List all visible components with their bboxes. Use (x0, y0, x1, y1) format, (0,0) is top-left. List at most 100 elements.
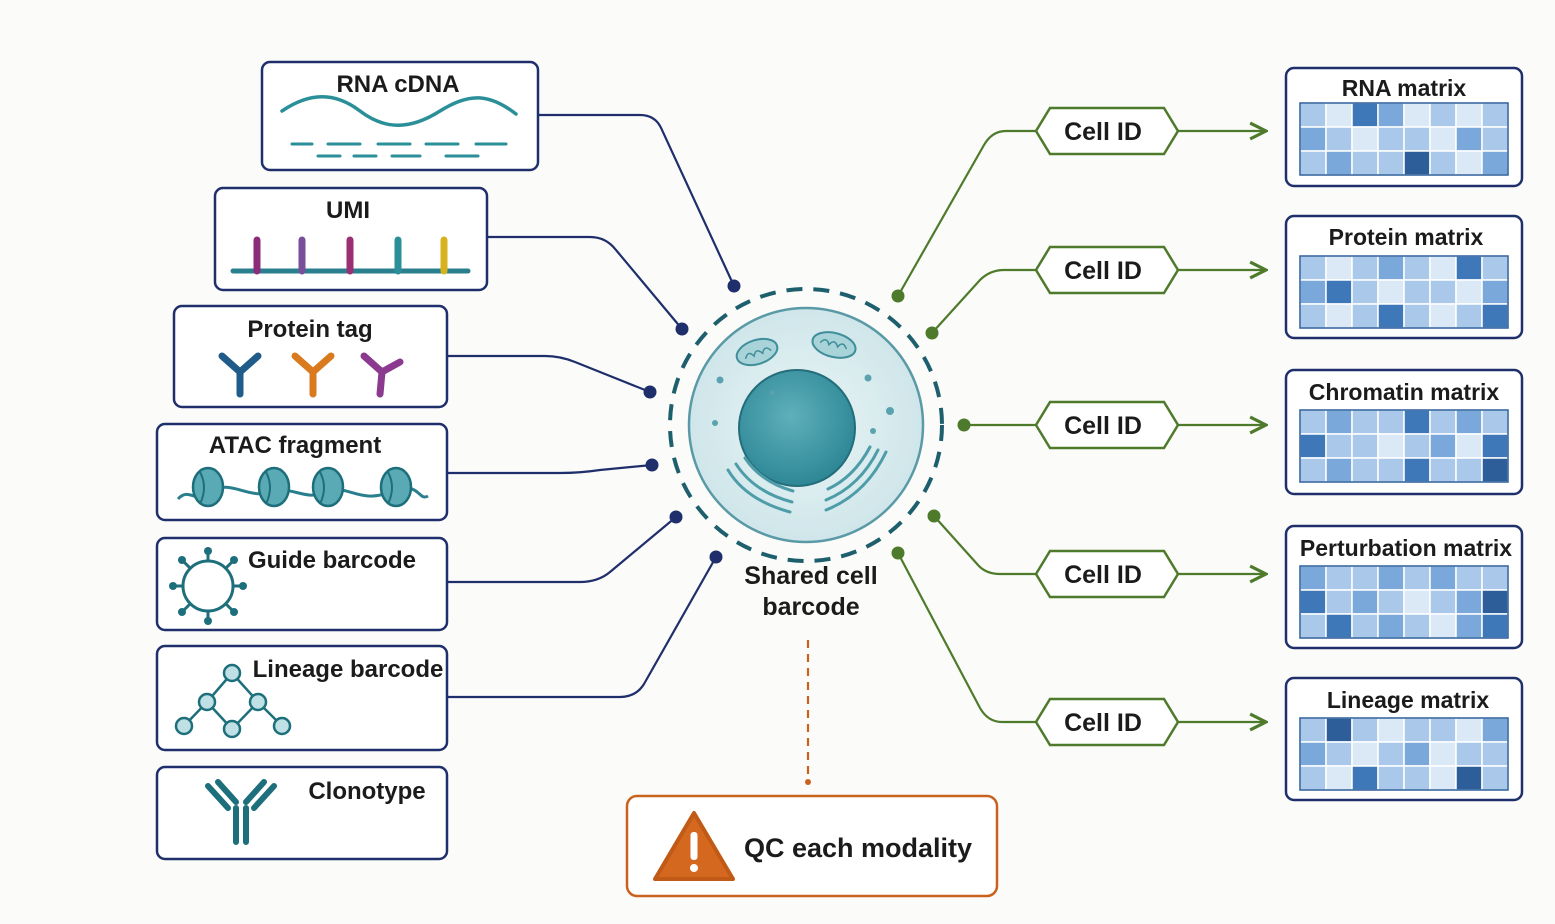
connector-rna (538, 113, 735, 287)
cell-id-tag: Cell ID (1034, 106, 1180, 156)
matrix-cell (1377, 717, 1405, 743)
matrix-cell (1403, 589, 1431, 615)
matrix-cell (1403, 150, 1431, 176)
matrix-cell (1481, 303, 1509, 329)
input-label: RNA cDNA (336, 71, 459, 98)
cell-id-tag: Cell ID (1034, 549, 1180, 599)
cell-icon (668, 287, 944, 563)
matrix-cell (1403, 303, 1431, 329)
matrix-cell (1299, 741, 1327, 767)
matrix-cell (1403, 433, 1431, 459)
matrix-cell (1351, 433, 1379, 459)
matrix-cell (1481, 255, 1509, 281)
cell-id-tag: Cell ID (1034, 245, 1180, 295)
output-connector-dots (891, 289, 971, 560)
matrix-cell (1299, 717, 1327, 743)
matrix-cell (1351, 303, 1379, 329)
output-label: Perturbation matrix (1300, 535, 1512, 561)
matrix-cell (1351, 279, 1379, 305)
matrix-cell (1429, 150, 1457, 176)
matrix-cell (1481, 150, 1509, 176)
matrix-cell (1299, 457, 1327, 483)
matrix-cell (1325, 433, 1353, 459)
matrix-grid-icon (1299, 565, 1509, 639)
warning-icon (653, 811, 735, 881)
matrix-cell (1403, 409, 1431, 435)
matrix-cell (1351, 741, 1379, 767)
svg-text:Cell ID: Cell ID (1064, 412, 1142, 440)
matrix-cell (1403, 565, 1431, 591)
matrix-cell (1429, 303, 1457, 329)
connector-atac (447, 463, 653, 475)
matrix-cell (1299, 565, 1327, 591)
matrix-cell (1299, 150, 1327, 176)
matrix-cell (1429, 126, 1457, 152)
input-protein-tag: Protein tag (172, 304, 449, 409)
connector-protein (447, 354, 651, 394)
output-label: Chromatin matrix (1309, 379, 1500, 405)
cdna-wave-icon (280, 95, 518, 158)
matrix-border (1299, 717, 1509, 791)
matrix-cell (1429, 717, 1457, 743)
matrix-cell (1299, 433, 1327, 459)
matrix-cell (1351, 457, 1379, 483)
qc-label: QC each modality (744, 833, 972, 863)
matrix-cell (1299, 279, 1327, 305)
svg-text:Cell ID: Cell ID (1064, 257, 1142, 285)
matrix-cell (1455, 433, 1483, 459)
er-golgi-icon (726, 445, 888, 514)
receptor-icon (205, 779, 277, 845)
matrix-cell (1325, 279, 1353, 305)
matrix-cell (1481, 409, 1509, 435)
matrix-cell (1325, 613, 1353, 639)
umi-barcode-icon (230, 236, 471, 275)
matrix-cell (1325, 765, 1353, 791)
matrix-cell (1325, 126, 1353, 152)
matrix-cell (1377, 255, 1405, 281)
matrix-cell (1455, 457, 1483, 483)
connector-umi (487, 235, 683, 330)
svg-text:Cell ID: Cell ID (1064, 118, 1142, 146)
output-rna-matrix: RNA matrix (1284, 66, 1524, 188)
matrix-cell (1403, 255, 1431, 281)
input-atac-fragment: ATAC fragment (155, 422, 449, 522)
matrix-cell (1351, 150, 1379, 176)
matrix-cell (1351, 255, 1379, 281)
matrix-cell (1429, 279, 1457, 305)
matrix-cell (1455, 409, 1483, 435)
input-rna-cdna: RNA cDNA (260, 60, 540, 172)
input-connectors (447, 113, 735, 699)
matrix-cell (1481, 102, 1509, 128)
matrix-cell (1403, 765, 1431, 791)
input-label: Clonotype (308, 778, 425, 805)
qc-box: QC each modality (625, 794, 999, 898)
matrix-cell (1481, 589, 1509, 615)
matrix-cell (1377, 279, 1405, 305)
svg-text:Cell ID: Cell ID (1064, 709, 1142, 737)
output-label: Lineage matrix (1327, 687, 1490, 713)
matrix-cell (1299, 102, 1327, 128)
matrix-cell (1481, 765, 1509, 791)
matrix-grid-icon (1299, 255, 1509, 329)
output-perturbation-matrix: Perturbation matrix (1284, 524, 1524, 650)
matrix-cell (1455, 255, 1483, 281)
matrix-cell (1481, 613, 1509, 639)
input-umi: UMI (213, 186, 489, 292)
matrix-cell (1325, 303, 1353, 329)
matrix-cell (1377, 613, 1405, 639)
svg-text:Cell ID: Cell ID (1064, 561, 1142, 589)
matrix-cell (1377, 741, 1405, 767)
matrix-cell (1377, 457, 1405, 483)
matrix-cell (1481, 126, 1509, 152)
matrix-cell (1403, 717, 1431, 743)
matrix-cell (1481, 457, 1509, 483)
matrix-cell (1429, 765, 1457, 791)
input-label: Lineage barcode (253, 656, 444, 683)
matrix-cell (1481, 279, 1509, 305)
lineage-tree-icon (174, 663, 292, 739)
matrix-cell (1481, 433, 1509, 459)
matrix-cell (1429, 613, 1457, 639)
matrix-cell (1403, 126, 1431, 152)
matrix-border (1299, 409, 1509, 483)
